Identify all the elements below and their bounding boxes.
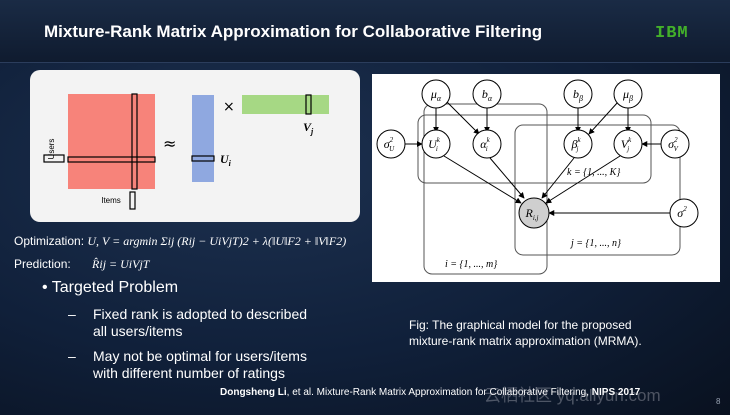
edge-mu-alpha-to-alpha	[446, 101, 480, 135]
svg-text:bβ: bβ	[573, 87, 583, 103]
figure-caption-line-1: Fig: The graphical model for the propose…	[409, 318, 632, 332]
node-b-beta: bβ	[563, 79, 593, 109]
bullet-targeted-problem: • Targeted Problem	[42, 279, 179, 296]
ui-label: Ui	[220, 152, 232, 168]
ibm-logo: IBM	[655, 24, 689, 43]
svg-text:Ri,j: Ri,j	[525, 206, 539, 222]
title-bar: Mixture-Rank Matrix Approximation for Co…	[0, 0, 730, 63]
users-label: Users	[47, 139, 56, 160]
reference-text: , et al. Mixture-Rank Matrix Approximati…	[286, 387, 592, 398]
svg-text:bα: bα	[482, 87, 493, 103]
paper-reference: Dongsheng Li, et al. Mixture-Rank Matrix…	[220, 387, 640, 398]
prediction-formula: R̂ij = UiVjT	[92, 257, 150, 271]
items-label: Items	[101, 196, 121, 205]
plate-k	[417, 114, 652, 184]
sub-bullet-1-line-2: all users/items	[93, 323, 183, 339]
bullet-main-text: Targeted Problem	[51, 279, 179, 296]
svg-text:σ2V: σ2V	[668, 136, 678, 153]
edge-alpha-to-r	[489, 157, 525, 199]
vj-label: Vj	[303, 120, 314, 136]
items-marker	[129, 191, 136, 210]
matrix-factorization-svg: Users Items ≈ Ui × Vj	[43, 93, 329, 210]
plate-j-label: j = {1, ..., n}	[569, 238, 621, 249]
plate-i-label: i = {1, ..., m}	[445, 259, 497, 270]
node-r-ij: Ri,j	[518, 197, 550, 229]
svg-text:σ2U: σ2U	[384, 136, 395, 153]
edge-beta-to-r	[541, 157, 575, 199]
optimization-label: Optimization:	[14, 234, 85, 248]
figure-caption-line-2: mixture-rank matrix approximation (MRMA)…	[409, 334, 642, 348]
v-column-highlight	[305, 94, 312, 115]
edge-u-to-r	[443, 155, 522, 204]
node-b-alpha: bα	[472, 79, 502, 109]
node-mu-alpha: μα	[421, 79, 451, 109]
graphical-model-figure: k = {1, ..., K} j = {1, ..., n} i = {1, …	[372, 74, 720, 282]
sub-bullet-1-line-1: Fixed rank is adopted to described	[93, 306, 308, 322]
slide-title: Mixture-Rank Matrix Approximation for Co…	[44, 22, 543, 41]
matrix-factorization-diagram: Users Items ≈ Ui × Vj	[30, 70, 360, 222]
user-row-highlight	[67, 156, 156, 163]
page-number: 8	[716, 397, 721, 406]
approx-symbol: ≈	[163, 134, 176, 153]
edges	[405, 101, 670, 216]
figure-caption: Fig: The graphical model for the propose…	[409, 317, 642, 349]
times-symbol: ×	[223, 99, 235, 115]
dash-icon: –	[68, 306, 76, 322]
edge-mu-beta-to-beta	[588, 101, 619, 135]
users-marker	[43, 154, 65, 163]
plate-i	[423, 103, 548, 275]
u-row-highlight	[191, 155, 215, 162]
reference-venue: NIPS 2017	[591, 387, 641, 398]
u-matrix	[192, 95, 214, 182]
node-sigma: σ2	[669, 198, 699, 228]
prediction-label: Prediction:	[14, 257, 71, 271]
v-matrix	[242, 95, 329, 114]
reference-author: Dongsheng Li	[220, 387, 287, 398]
svg-text:Vkj: Vkj	[621, 136, 632, 153]
optimization-equation: Optimization: U, V = argmin Σij (Rij − U…	[14, 234, 346, 249]
rating-matrix	[68, 94, 155, 189]
item-column-highlight	[131, 93, 138, 190]
watermark: 云栖社区 yq.aliyun.com	[484, 386, 661, 405]
optimization-formula: U, V = argmin Σij (Rij − UiVjT)2 + λ(‖U‖…	[87, 234, 347, 248]
prediction-equation: Prediction: R̂ij = UiVjT	[14, 257, 149, 272]
svg-text:Uki: Uki	[428, 136, 441, 153]
sub-bullet-2-line-1: May not be optimal for users/items	[93, 348, 307, 364]
dash-icon: –	[68, 348, 76, 364]
svg-text:αki: αki	[480, 136, 490, 153]
graphical-model-svg: k = {1, ..., K} j = {1, ..., n} i = {1, …	[376, 79, 699, 275]
sub-bullet-2-line-2: with different number of ratings	[93, 365, 285, 381]
svg-text:βkj: βkj	[570, 136, 581, 153]
svg-text:μα: μα	[430, 87, 442, 103]
svg-text:μβ: μβ	[622, 87, 633, 103]
node-mu-beta: μβ	[613, 79, 643, 109]
edge-v-to-r	[545, 155, 621, 204]
svg-text:σ2: σ2	[677, 205, 687, 220]
